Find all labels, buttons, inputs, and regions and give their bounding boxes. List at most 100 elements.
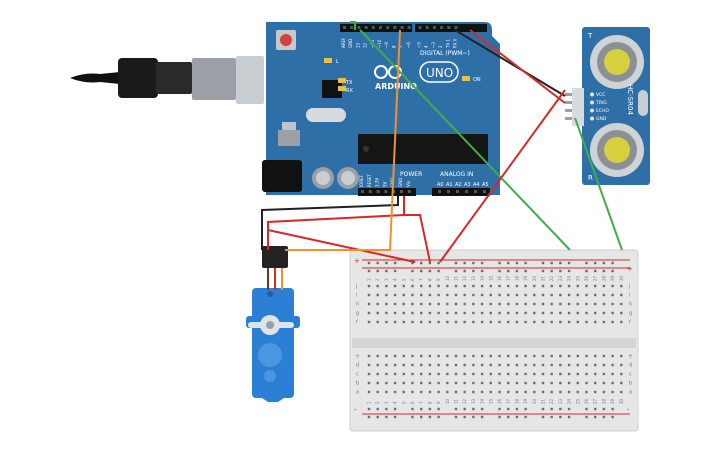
breadboard-hole[interactable] (393, 415, 397, 419)
breadboard-hole[interactable] (437, 415, 440, 419)
breadboard-hole[interactable] (480, 261, 484, 265)
breadboard-hole[interactable] (507, 320, 510, 324)
breadboard-hole[interactable] (585, 302, 588, 306)
breadboard-hole[interactable] (550, 415, 553, 419)
breadboard-hole[interactable] (428, 363, 432, 367)
breadboard-hole[interactable] (567, 372, 571, 376)
breadboard-hole[interactable] (376, 390, 379, 394)
breadboard-hole[interactable] (489, 354, 492, 358)
breadboard-hole[interactable] (611, 415, 614, 419)
breadboard-hole[interactable] (498, 302, 501, 306)
breadboard-hole[interactable] (533, 381, 536, 385)
breadboard-hole[interactable] (498, 372, 501, 376)
breadboard-hole[interactable] (576, 293, 579, 297)
breadboard-hole[interactable] (463, 354, 466, 358)
breadboard-hole[interactable] (611, 407, 614, 411)
breadboard-hole[interactable] (498, 284, 501, 288)
breadboard-hole[interactable] (550, 372, 553, 376)
breadboard-hole[interactable] (541, 269, 545, 273)
digital-pin[interactable] (393, 26, 397, 29)
breadboard-hole[interactable] (533, 284, 536, 288)
breadboard-hole[interactable] (576, 302, 579, 306)
breadboard-hole[interactable] (585, 269, 588, 273)
breadboard-hole[interactable] (541, 354, 545, 358)
breadboard-hole[interactable] (402, 354, 405, 358)
breadboard-hole[interactable] (420, 354, 423, 358)
breadboard-hole[interactable] (489, 390, 492, 394)
breadboard-hole[interactable] (576, 363, 579, 367)
breadboard-hole[interactable] (393, 372, 397, 376)
breadboard-hole[interactable] (376, 415, 379, 419)
breadboard-hole[interactable] (507, 415, 510, 419)
breadboard-hole[interactable] (594, 269, 597, 273)
breadboard-hole[interactable] (515, 320, 519, 324)
breadboard-hole[interactable] (472, 407, 475, 411)
breadboard-hole[interactable] (385, 415, 388, 419)
power-pin[interactable] (400, 190, 403, 193)
breadboard-hole[interactable] (602, 363, 606, 367)
breadboard-hole[interactable] (524, 320, 527, 324)
breadboard-hole[interactable] (385, 381, 388, 385)
breadboard-hole[interactable] (498, 261, 501, 265)
breadboard-hole[interactable] (437, 284, 440, 288)
breadboard-hole[interactable] (507, 311, 510, 315)
sensor-pin[interactable] (565, 101, 572, 104)
breadboard-hole[interactable] (428, 381, 432, 385)
breadboard-hole[interactable] (411, 311, 414, 315)
breadboard-hole[interactable] (472, 293, 475, 297)
digital-pin[interactable] (418, 26, 422, 29)
breadboard-hole[interactable] (507, 302, 510, 306)
breadboard-hole[interactable] (515, 261, 519, 265)
breadboard-hole[interactable] (541, 284, 545, 288)
breadboard-hole[interactable] (567, 261, 571, 265)
breadboard-hole[interactable] (489, 293, 492, 297)
breadboard-hole[interactable] (602, 415, 606, 419)
breadboard-hole[interactable] (559, 390, 562, 394)
breadboard-hole[interactable] (454, 372, 458, 376)
breadboard-hole[interactable] (472, 372, 475, 376)
breadboard-hole[interactable] (428, 415, 432, 419)
breadboard-hole[interactable] (611, 261, 614, 265)
breadboard-hole[interactable] (402, 284, 405, 288)
breadboard-hole[interactable] (567, 354, 571, 358)
breadboard-hole[interactable] (498, 293, 501, 297)
breadboard-hole[interactable] (611, 363, 614, 367)
breadboard-hole[interactable] (480, 320, 484, 324)
breadboard-hole[interactable] (611, 381, 614, 385)
breadboard-hole[interactable] (533, 363, 536, 367)
breadboard-hole[interactable] (454, 390, 458, 394)
power-pin[interactable] (376, 190, 380, 193)
breadboard-hole[interactable] (420, 311, 423, 315)
breadboard-hole[interactable] (480, 381, 484, 385)
breadboard-hole[interactable] (472, 261, 475, 265)
breadboard-hole[interactable] (498, 320, 501, 324)
breadboard-hole[interactable] (393, 354, 397, 358)
breadboard-hole[interactable] (567, 311, 571, 315)
breadboard-hole[interactable] (411, 407, 414, 411)
breadboard-hole[interactable] (402, 390, 405, 394)
breadboard-hole[interactable] (567, 320, 571, 324)
breadboard-hole[interactable] (620, 354, 623, 358)
breadboard-hole[interactable] (454, 354, 458, 358)
breadboard-hole[interactable] (541, 261, 545, 265)
breadboard-hole[interactable] (594, 415, 597, 419)
reset-button[interactable] (280, 34, 292, 46)
breadboard-hole[interactable] (602, 269, 606, 273)
breadboard-hole[interactable] (367, 320, 371, 324)
breadboard-hole[interactable] (437, 407, 440, 411)
breadboard-hole[interactable] (507, 293, 510, 297)
breadboard-hole[interactable] (585, 415, 588, 419)
breadboard-hole[interactable] (515, 390, 519, 394)
breadboard-hole[interactable] (594, 311, 597, 315)
breadboard-hole[interactable] (420, 415, 423, 419)
breadboard-hole[interactable] (393, 407, 397, 411)
breadboard-hole[interactable] (507, 269, 510, 273)
breadboard-hole[interactable] (620, 311, 623, 315)
breadboard-hole[interactable] (585, 372, 588, 376)
breadboard-hole[interactable] (472, 320, 475, 324)
breadboard-hole[interactable] (393, 363, 397, 367)
breadboard-hole[interactable] (498, 415, 501, 419)
breadboard-hole[interactable] (402, 320, 405, 324)
breadboard-hole[interactable] (524, 381, 527, 385)
breadboard-hole[interactable] (420, 390, 423, 394)
